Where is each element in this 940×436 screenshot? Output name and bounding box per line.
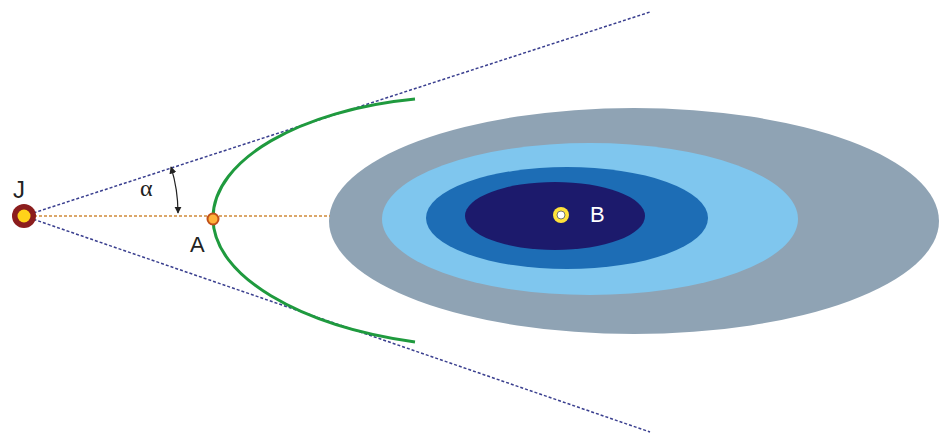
body-b-core xyxy=(557,211,565,219)
point-label: A xyxy=(190,234,205,256)
body-b xyxy=(553,207,569,223)
planet-j xyxy=(12,204,36,228)
axis-line xyxy=(24,215,330,217)
angle-arc xyxy=(171,167,178,213)
planet-label: J xyxy=(13,178,25,202)
body-label: B xyxy=(590,204,605,226)
parabola-curve xyxy=(213,99,415,342)
outer-region xyxy=(329,108,939,334)
angle-label: α xyxy=(140,176,153,200)
planet-j-core xyxy=(18,210,31,223)
point-a xyxy=(208,214,219,225)
mid-blue-region xyxy=(426,167,708,269)
light-blue-region xyxy=(382,143,798,295)
core-region xyxy=(465,182,645,250)
